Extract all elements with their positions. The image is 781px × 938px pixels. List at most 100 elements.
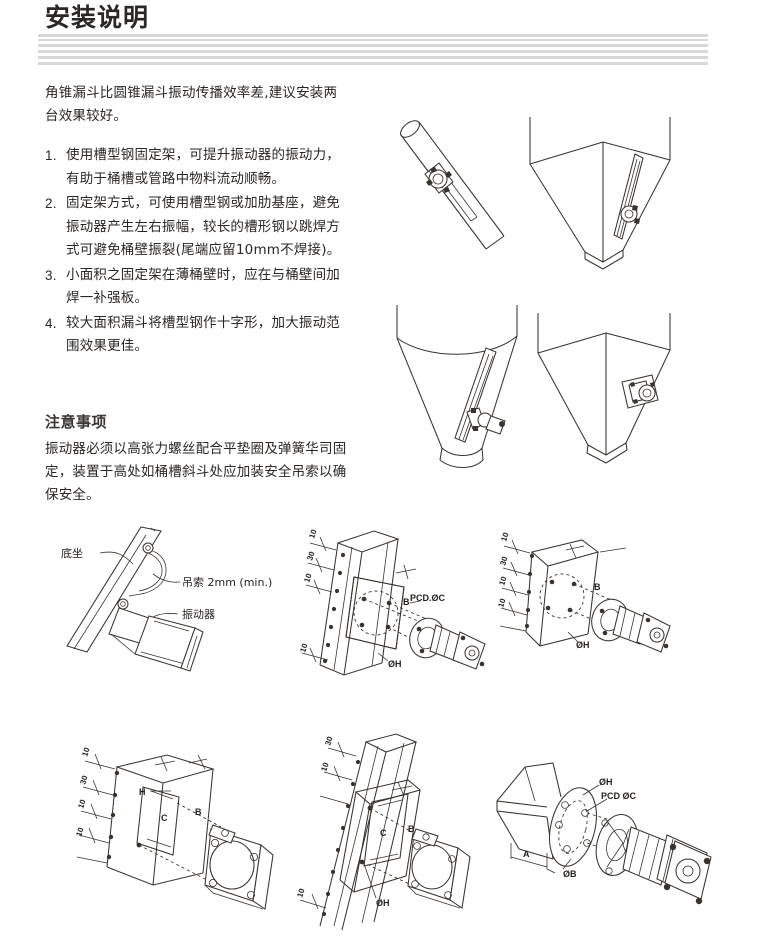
bolt-circle xyxy=(353,590,437,650)
vibrator-body xyxy=(108,607,204,672)
dimension-ticks xyxy=(499,539,531,632)
rule-line-5 xyxy=(38,56,708,59)
cone-shell xyxy=(396,305,518,469)
page-title: 安装说明 xyxy=(45,3,150,32)
list-item-text: 固定架方式，可使用槽型钢或加肋基座，避免振动器产生左右振幅，较长的槽形钢以跳焊方… xyxy=(66,195,341,258)
i-beam xyxy=(319,530,400,676)
list-item-number: 3. xyxy=(45,267,57,283)
dimension-ticks xyxy=(299,741,357,910)
steps-list: 1. 使用槽型钢固定架，可提升振动器的振动力，有助于桶槽或管路中物料流动顺畅。 … xyxy=(45,144,345,359)
vibrator-assembly xyxy=(595,814,712,905)
bolt-holes xyxy=(359,805,419,899)
channel-steel-bar xyxy=(454,347,497,443)
figure-square-bracket-mount-a: 10 30 10 10 H C B xyxy=(55,745,290,920)
label-h: ØH xyxy=(388,659,402,669)
label-h: ØH xyxy=(376,898,390,908)
dimension-10-b: 10 xyxy=(76,798,87,810)
list-item: 2. 固定架方式，可使用槽型钢或加肋基座，避免振动器产生左右振幅，较长的槽形钢以… xyxy=(45,192,345,263)
label-c: C xyxy=(161,813,168,823)
mount-plate xyxy=(339,779,422,893)
label-b: ØB xyxy=(563,869,577,879)
dimension-10-b: 10 xyxy=(497,575,508,587)
label-pcd-c: PCD.ØC xyxy=(410,593,446,603)
flange-disc xyxy=(549,787,597,867)
dimension-10-c: 10 xyxy=(298,642,309,654)
rule-line-3 xyxy=(38,44,708,47)
intro-paragraph: 角锥漏斗比圆锥漏斗振动传播效率差,建议安装两台效果较好。 xyxy=(45,85,338,124)
rule-line-2 xyxy=(38,39,708,41)
dimension-10-a: 10 xyxy=(80,746,91,758)
rule-line-4 xyxy=(38,50,708,53)
label-b: B xyxy=(594,582,601,592)
vibrator-unit xyxy=(424,162,454,194)
list-item-number: 2. xyxy=(45,196,57,211)
vibrator-flange-block xyxy=(204,824,274,910)
rule-line-1 xyxy=(38,34,708,37)
cutout-window xyxy=(363,793,409,867)
dimension-30: 30 xyxy=(323,735,334,747)
channel-steel-bar xyxy=(613,153,644,240)
label-pcd-c: PCD ØC xyxy=(601,791,637,801)
list-item-number: 4. xyxy=(45,315,57,331)
bolt-holes xyxy=(136,790,222,880)
label-a: A xyxy=(523,849,530,859)
dimension-10-a: 10 xyxy=(499,531,510,543)
label-vibrator: 振动器 xyxy=(182,607,215,621)
figure-square-bracket-mount-b: 30 10 10 C B ØH xyxy=(295,733,515,931)
dimension-30: 30 xyxy=(498,555,509,567)
bracket-body xyxy=(106,754,215,886)
label-h: H xyxy=(139,787,146,797)
dimension-10-a: 10 xyxy=(319,761,330,773)
label-b: B xyxy=(195,807,202,817)
list-item-text: 较大面积漏斗将槽型钢作十字形，加大振动范围效果更佳。 xyxy=(66,314,340,355)
dimension-30: 30 xyxy=(305,550,316,562)
notice-body: 振动器必须以高张力螺丝配合平垫圈及弹簧华司固定，装置于高处如桶槽斜斗处应加装安全… xyxy=(45,441,347,503)
vibrator-assembly xyxy=(591,598,671,653)
list-item: 4. 较大面积漏斗将槽型钢作十字形，加大振动范围效果更佳。 xyxy=(45,312,345,359)
hopper-shell xyxy=(529,117,671,270)
vibrator-unit xyxy=(620,205,640,224)
vibrator-assembly xyxy=(409,617,486,670)
base-plate xyxy=(66,526,162,653)
mounting-plate-vibrator xyxy=(621,374,659,409)
figure-cone-hopper-channel-mount xyxy=(385,300,560,475)
mount-plate xyxy=(345,564,417,650)
label-h: ØH xyxy=(599,777,613,787)
figure-beam-flange-mount-a: 10 30 10 10 PCD.ØC B ØH xyxy=(298,525,500,690)
vibrator-unit xyxy=(466,407,506,435)
dimension-10-a: 10 xyxy=(307,528,318,540)
list-item: 1. 使用槽型钢固定架，可提升振动器的振动力，有助于桶槽或管路中物料流动顺畅。 xyxy=(45,144,345,191)
hopper-shell xyxy=(537,313,671,464)
label-base: 底坐 xyxy=(61,546,83,560)
figure-beam-flange-mount-b: 10 30 10 10 B ØH xyxy=(470,528,685,693)
label-h: ØH xyxy=(576,640,590,650)
label-c: C xyxy=(380,828,387,838)
dimension-ticks xyxy=(76,753,116,864)
dimension-ticks xyxy=(301,536,337,663)
instruction-text-column: 角锥漏斗比圆锥漏斗振动传播效率差,建议安装两台效果较好。 1. 使用槽型钢固定架… xyxy=(45,82,345,360)
weld-dots xyxy=(322,552,346,664)
figure-flange-exploded-view: A ØH PCD ØC ØB xyxy=(495,755,760,930)
list-item-number: 1. xyxy=(45,148,57,163)
label-leaders xyxy=(99,551,181,618)
vibrator-flange-block xyxy=(407,828,471,909)
dimension-10-c: 10 xyxy=(74,826,85,838)
dimension-10-b: 10 xyxy=(295,887,306,899)
rule-line-6 xyxy=(38,62,708,65)
pipe-body xyxy=(400,120,505,250)
list-item-text: 使用槽型钢固定架，可提升振动器的振动力，有助于桶槽或管路中物料流动顺畅。 xyxy=(66,147,340,187)
figure-wedge-hopper-plate-mount xyxy=(530,305,705,475)
figure-pipe-with-vibrator xyxy=(385,112,535,272)
figure-safety-sling-detail: 底坐 吊索 2mm (min.) 振动器 xyxy=(45,522,305,692)
label-b: B xyxy=(403,597,410,607)
dimension-a xyxy=(510,843,548,869)
notice-heading: 注意事项 xyxy=(45,413,108,431)
weld-dots xyxy=(106,770,120,860)
dimension-10-c: 10 xyxy=(496,597,507,609)
label-sling: 吊索 2mm (min.) xyxy=(182,575,272,589)
dimension-30: 30 xyxy=(78,774,89,786)
label-b: B xyxy=(408,824,415,834)
weld-dots xyxy=(524,553,535,629)
figure-wedge-hopper-channel-mount xyxy=(525,112,705,277)
list-item: 3. 小面积之固定架在薄桶壁时，应在与桶壁间加焊一补强板。 xyxy=(45,264,345,311)
